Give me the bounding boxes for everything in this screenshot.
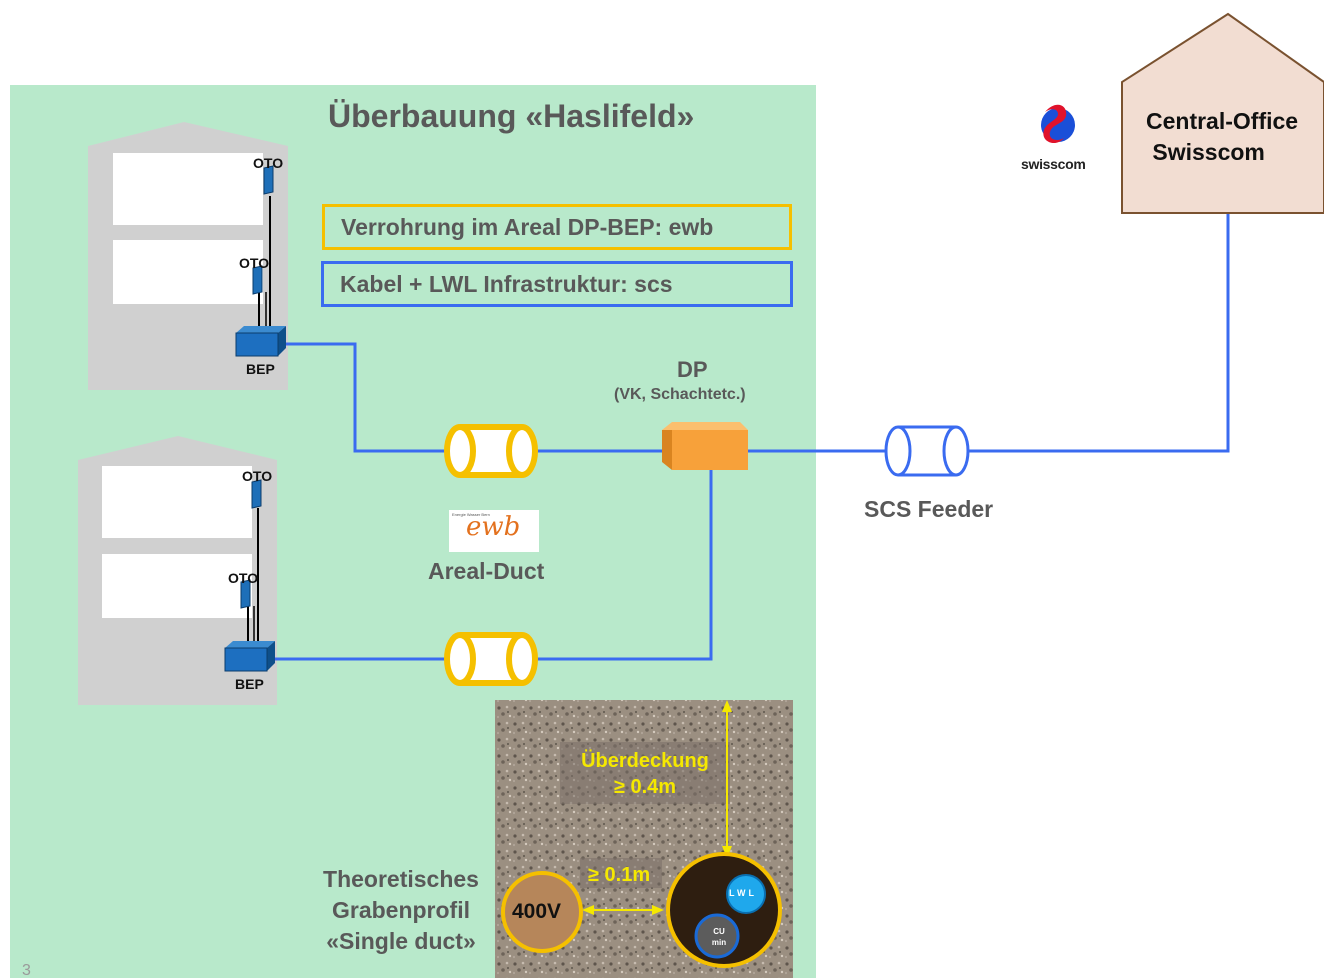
ewb-logo-text: ewb [466, 512, 521, 542]
bep-label: BEP [235, 676, 264, 692]
areal-duct-icon [444, 632, 538, 686]
oto-device-icon [252, 265, 263, 295]
oto-device-icon [251, 479, 262, 509]
building-1 [88, 122, 288, 390]
legend-cable: Kabel + LWL Infrastruktur: scs [321, 261, 793, 307]
dp-label: DP [677, 357, 708, 382]
fiber-label: LWL [729, 888, 757, 898]
copper-label: CU min [711, 927, 727, 947]
distance-label: ≥ 0.1m [588, 864, 651, 886]
oto-label: OTO [242, 468, 273, 484]
swisscom-logo [1041, 104, 1075, 144]
page-number: 3 [22, 962, 31, 979]
oto-label: OTO [253, 155, 284, 171]
dp-box-icon [662, 422, 748, 470]
trench-caption: Theoretisches Grabenprofil «Single duct» [323, 866, 479, 954]
cover-depth-label: Überdeckung ≥ 0.4m [581, 750, 709, 798]
bep-label: BEP [246, 361, 275, 377]
areal-duct-label: Areal-Duct [428, 558, 545, 584]
trench-profile [495, 700, 793, 978]
central-office-building [1121, 12, 1324, 214]
building-2 [78, 436, 277, 705]
page-title: Überbauung «Haslifeld» [328, 98, 695, 134]
bep-box-icon [224, 641, 275, 672]
bep-box-icon [235, 326, 286, 357]
ewb-logo [449, 510, 539, 552]
areal-duct-icon [444, 424, 538, 478]
power-cable-label: 400V [512, 900, 562, 923]
ewb-logo-tagline: Energie Wasser Bern [452, 512, 490, 517]
oto-device-icon [240, 579, 251, 609]
dp-sublabel: (VK, Schachtetc.) [614, 386, 746, 403]
legend-conduit: Verrohrung im Areal DP-BEP: ewb [322, 204, 792, 250]
oto-device-icon [263, 165, 274, 195]
scs-feeder-duct-icon [884, 425, 970, 477]
central-office-label: Central-Office Swisscom [1146, 108, 1299, 165]
scs-feeder-label: SCS Feeder [864, 496, 994, 522]
oto-label: OTO [228, 570, 259, 586]
oto-label: OTO [239, 255, 270, 271]
swisscom-logo-text: swisscom [1021, 156, 1086, 172]
